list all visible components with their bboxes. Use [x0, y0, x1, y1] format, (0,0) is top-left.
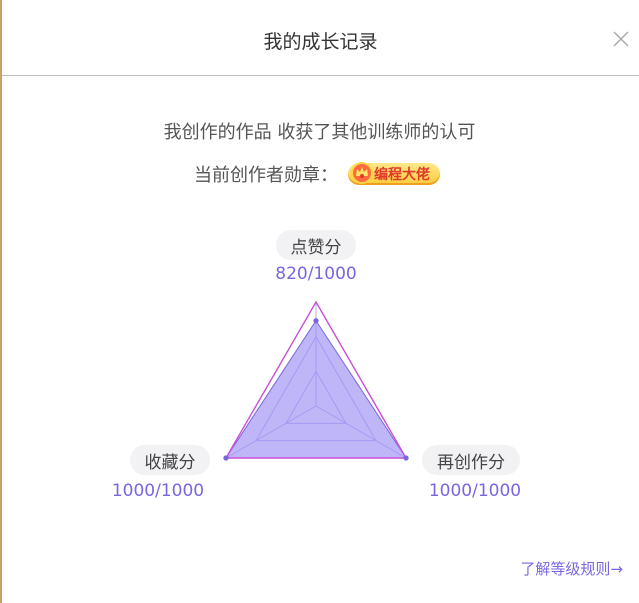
close-icon [613, 31, 629, 47]
level-rules-link[interactable]: 了解等级规则→ [520, 560, 623, 578]
dialog-header: 我的成长记录 [2, 0, 639, 76]
badge-crown-icon [350, 161, 374, 185]
badge-row: 当前创作者勋章： 编程大佬 [194, 160, 440, 188]
stat-label-remix: 再创作分 [422, 445, 520, 475]
achievement-subtitle: 我创作的作品 收获了其他训练师的认可 [163, 122, 476, 143]
close-button[interactable] [611, 29, 631, 49]
radar-point-2 [223, 455, 229, 461]
stat-value-likes: 820/1000 [275, 264, 357, 284]
stat-label-likes: 点赞分 [276, 230, 356, 260]
creator-badge: 编程大佬 [348, 161, 440, 185]
radar-data-area [225, 319, 407, 459]
window-edge [0, 0, 2, 603]
stat-value-remix: 1000/1000 [428, 481, 522, 501]
stat-label-favorites: 收藏分 [130, 445, 210, 475]
badge-text: 编程大佬 [374, 167, 430, 183]
radar-point-0 [313, 318, 319, 324]
radar-point-1 [403, 455, 409, 461]
badge-label: 当前创作者勋章： [194, 165, 338, 186]
stat-value-favorites: 1000/1000 [111, 481, 205, 501]
dialog-title: 我的成长记录 [263, 31, 378, 53]
radar-outline [224, 300, 408, 459]
